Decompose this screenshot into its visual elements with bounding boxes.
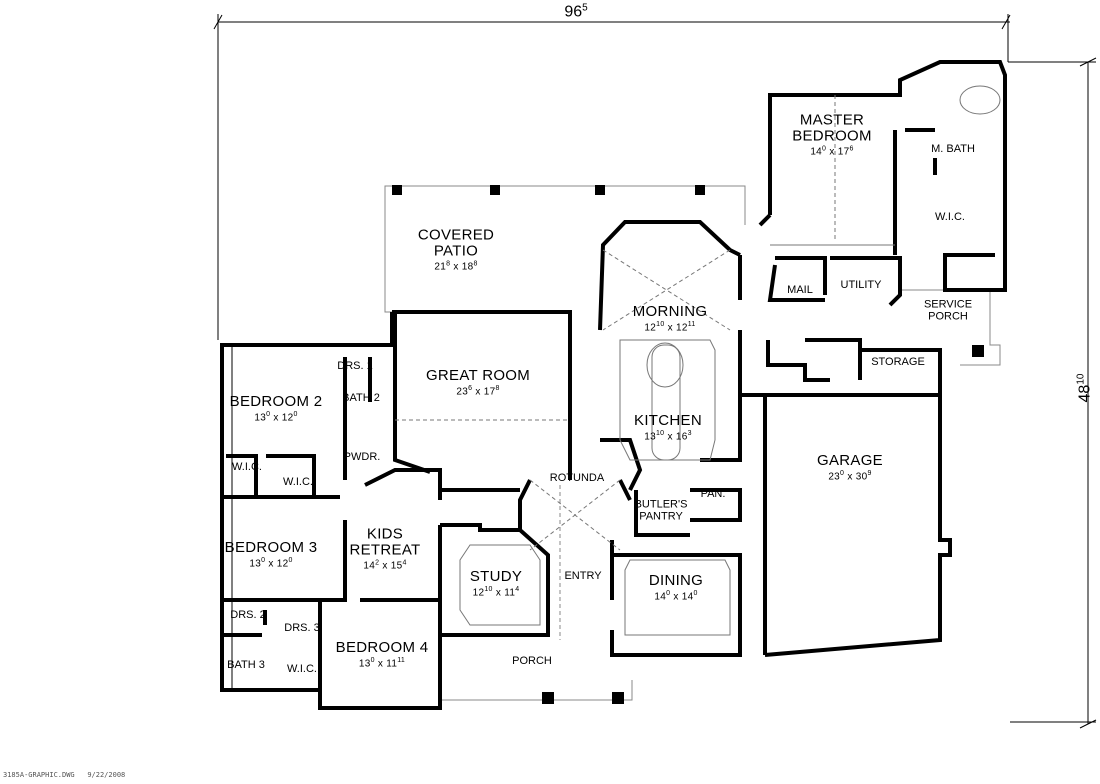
room-rotunda: ROTUNDA xyxy=(549,472,605,485)
drawing-footer: 3185A-GRAPHIC.DWG 9/22/2008 xyxy=(3,771,126,779)
room-m-bath: M. BATH xyxy=(931,143,975,156)
room-utility: UTILITY xyxy=(840,279,882,292)
room-pantry: PAN. xyxy=(700,488,726,501)
columns xyxy=(392,185,984,704)
room-wic-bed3: W.I.C. xyxy=(283,476,313,489)
room-bath-3: BATH 3 xyxy=(227,659,265,672)
room-entry: ENTRY xyxy=(564,570,602,583)
room-bath-2: BATH 2 xyxy=(342,392,380,405)
room-wic-bed4: W.I.C. xyxy=(287,663,317,676)
room-mail: MAIL xyxy=(787,284,813,297)
overall-width-dimension: 965 xyxy=(564,2,588,21)
room-powder: PWDR. xyxy=(343,451,381,464)
room-drs-2: DRS. 2 xyxy=(230,609,266,622)
room-porch: PORCH xyxy=(512,655,552,668)
dimension-lines xyxy=(213,14,1097,729)
room-drs-1: DRS. 1 xyxy=(337,360,373,373)
room-storage: STORAGE xyxy=(871,356,925,369)
interior-details xyxy=(395,85,1001,636)
room-wic-bed2: W.I.C. xyxy=(232,461,262,474)
room-master-wic: W.I.C. xyxy=(935,211,965,224)
room-drs-3: DRS. 3 xyxy=(284,622,320,635)
overall-depth-dimension: 4810 xyxy=(1075,373,1094,403)
walls xyxy=(220,60,1007,710)
